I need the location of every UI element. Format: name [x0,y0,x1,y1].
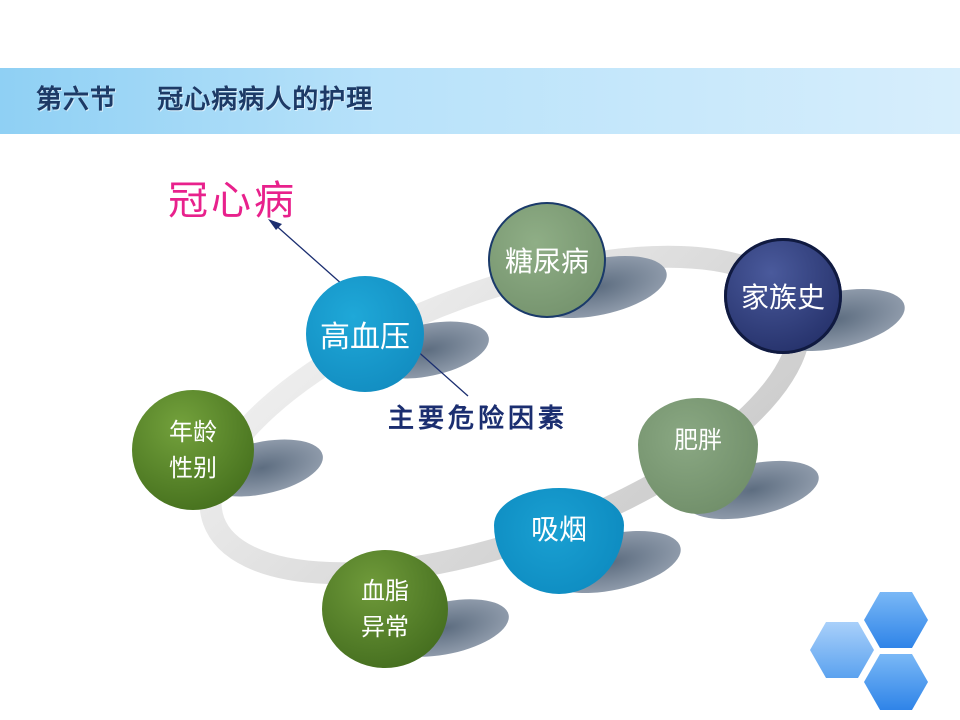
hexagon-shape [810,622,874,678]
factor-label: 糖尿病 [504,245,589,278]
factor-label: 年龄 性别 [169,418,217,482]
arrow-head [268,219,282,230]
factor-family-history: 家族史 [724,238,842,354]
page-title: 第六节 冠心病病人的护理 [36,85,374,115]
factor-diabetes: 糖尿病 [488,202,606,318]
factor-obesity: 肥胖 [638,398,758,514]
center-label-risk-factors: 主要危险因素 [388,404,569,434]
factor-hypertension: 高血压 [306,276,424,392]
factor-smoking: 吸烟 [494,488,624,594]
factor-label: 肥胖 [674,426,722,454]
hexagon-shape [864,654,928,710]
factor-age-gender: 年龄 性别 [132,390,254,510]
factor-label: 高血压 [320,320,410,355]
hexagon-shape [864,592,928,648]
factor-label: 血脂 异常 [361,577,409,641]
factor-label: 家族史 [740,281,825,314]
factor-dyslipidemia: 血脂 异常 [322,550,448,668]
heading-coronary: 冠心病 [168,178,297,224]
factor-label: 吸烟 [530,513,587,546]
title-band [0,68,960,134]
